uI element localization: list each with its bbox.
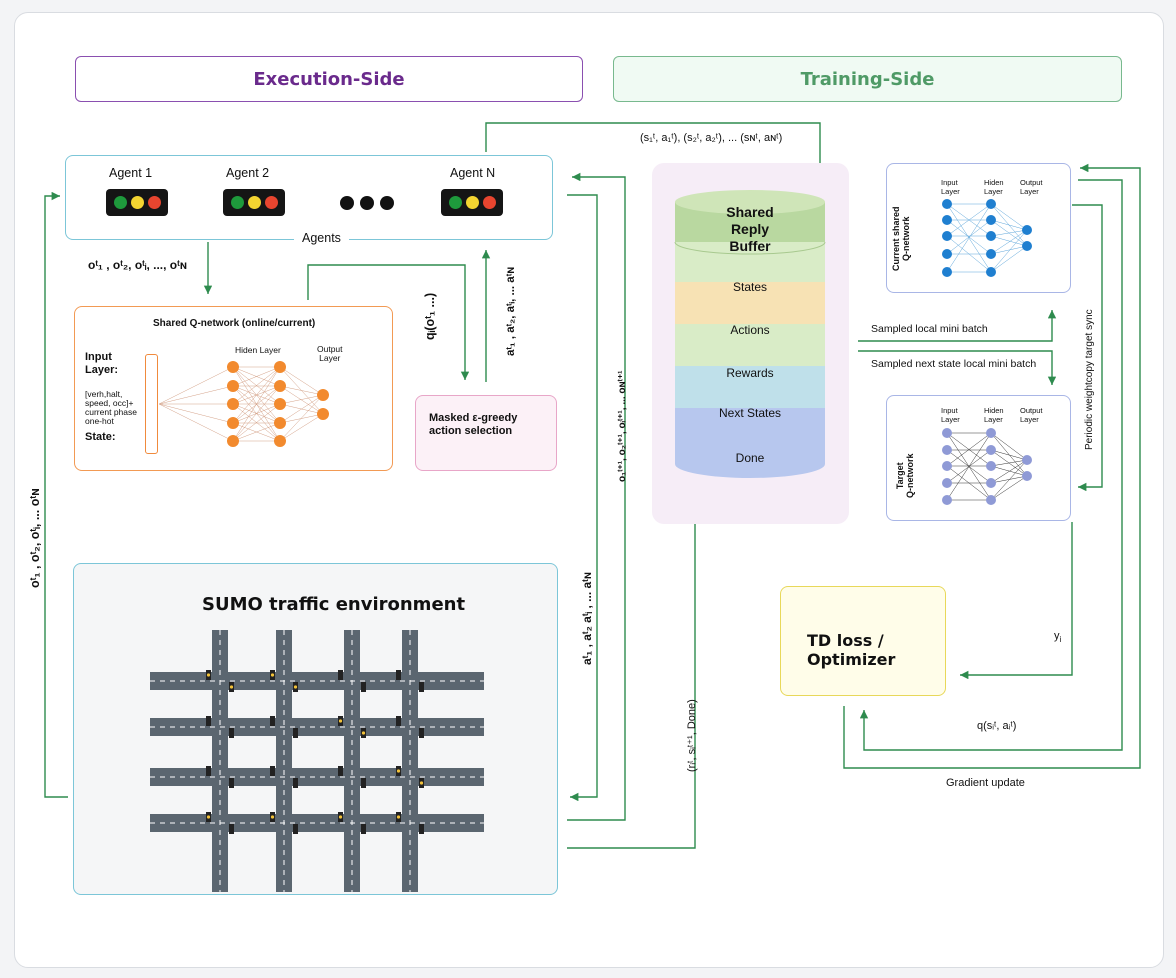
sumo-title: SUMO traffic environment <box>202 594 466 615</box>
current-q-network-panel: Current shared Q-network Input Layer Hid… <box>886 163 1071 293</box>
transitions-label: (s₁ᵗ, a₁ᵗ), (s₂ᵗ, a₂ᵗ), ... (sɴᵗ, aɴᵗ) <box>640 132 783 144</box>
target-sync-arrow <box>1072 204 1103 492</box>
buffer-next-states: Next States <box>718 406 782 420</box>
qnet-input-label: Input Layer: <box>85 351 119 376</box>
periodic-sync-label: Periodic weightcopy target sync <box>1084 309 1095 450</box>
sampled-next-label: Sampled next state local mini batch <box>871 358 1037 370</box>
sampled-batch-arrow <box>858 310 1057 342</box>
qnet-state-label: State: <box>85 431 116 443</box>
current-input-label: Input Layer <box>941 178 960 196</box>
next-obs-to-agents-arrow <box>567 172 626 821</box>
qnet-title: Shared Q-network (online/current) <box>153 318 316 329</box>
target-net-neurons <box>942 428 1032 505</box>
current-net-neurons <box>942 199 1032 277</box>
agents-caption: Agents <box>294 231 349 245</box>
actions-up-label: aᵗ₁ , aᵗ₂, aᵗᵢ, ... aᵗɴ <box>505 266 517 356</box>
q-sa-label: q(sᵢᵗ, aᵢᵗ) <box>977 720 1017 732</box>
ellipsis-dot <box>360 196 374 210</box>
traffic-light-icon <box>441 189 503 216</box>
shared-q-network-panel: Shared Q-network (online/current) Input … <box>74 306 393 471</box>
reward-to-buffer-arrow <box>567 510 700 849</box>
input-layer-bar <box>145 354 158 454</box>
obs-list-label: oᵗ₁ , oᵗ₂, oᵗᵢ, ..., oᵗɴ <box>88 258 188 272</box>
target-hidden-label: Hiden Layer <box>984 406 1004 424</box>
transitions-to-buffer-arrow <box>485 122 825 182</box>
sampled-next-arrow <box>858 350 1057 385</box>
current-output-label: Output Layer <box>1020 178 1043 196</box>
reward-tuple-label: (rᵢᵗ, sᵢᵗ⁺¹, Done) <box>686 699 698 772</box>
ellipsis-dot <box>380 196 394 210</box>
q-value-arrow <box>859 179 1123 751</box>
buffer-actions: Actions <box>730 323 770 337</box>
training-side-header: Training-Side <box>613 56 1122 102</box>
yi-arrow <box>960 522 1073 680</box>
execution-side-header: Execution-Side <box>75 56 583 102</box>
road-grid <box>150 630 484 892</box>
actions-mid-label: aᵗ₁ , aᵗ₂ aᵗᵢ , ... aᵗɴ <box>580 571 594 665</box>
replay-buffer-cylinder <box>674 190 826 478</box>
gradient-update-label: Gradient update <box>946 777 1025 789</box>
current-hidden-label: Hiden Layer <box>984 178 1004 196</box>
target-q-network-panel: Target Q-network Input Layer Hiden Layer… <box>886 395 1071 521</box>
mask-label: Masked ε-greedy action selection <box>429 412 518 437</box>
target-input-label: Input Layer <box>941 406 960 424</box>
target-output-label: Output Layer <box>1020 406 1043 424</box>
ellipsis-dot <box>340 196 354 210</box>
qnet-output-label: Output Layer <box>317 344 343 363</box>
yi-label: yi <box>1054 630 1062 645</box>
sumo-environment-panel: SUMO traffic environment <box>73 563 558 895</box>
td-loss-label: TD loss / Optimizer <box>807 631 896 669</box>
traffic-light-icon <box>223 189 285 216</box>
buffer-rewards: Rewards <box>726 366 774 380</box>
gradient-update-arrow <box>843 163 1141 769</box>
buffer-states: States <box>732 280 768 294</box>
traffic-light-icon <box>106 189 168 216</box>
qnet-to-mask-arrow <box>307 264 470 380</box>
sumo-obs-loop-arrow <box>44 191 68 798</box>
buffer-title: Shared Reply Buffer <box>726 204 774 254</box>
agents-panel: Agent 1 Agent 2 Agent N Agents <box>65 155 553 245</box>
qnet-hidden-label: Hiden Layer <box>235 345 281 355</box>
obs-left-label: oᵗ₁ , oᵗ₂, oᵗᵢ, ... oᵗɴ <box>28 488 42 588</box>
qnet-state-features: [verh,halt, speed, occ]+ current phase o… <box>85 389 137 426</box>
agent-1-label: Agent 1 <box>109 166 153 180</box>
actions-to-sumo-arrow <box>567 194 598 802</box>
agent-2-label: Agent 2 <box>226 166 270 180</box>
masked-epsilon-greedy-panel: Masked ε-greedy action selection <box>415 395 557 471</box>
sampled-batch-label: Sampled local mini batch <box>871 323 988 335</box>
next-obs-label: o₁ᵗ⁺¹, o₂ᵗ⁺¹, oᵢᵗ⁺¹, ... oɴᵗ⁺¹ <box>617 370 628 482</box>
buffer-done: Done <box>735 451 765 465</box>
td-loss-optimizer-panel: TD loss / Optimizer <box>780 586 946 696</box>
agent-n-label: Agent N <box>450 166 496 180</box>
qnet-neurons <box>158 361 329 447</box>
q-output-label: qᵢ(oᵗ₁ ...) <box>423 292 437 340</box>
